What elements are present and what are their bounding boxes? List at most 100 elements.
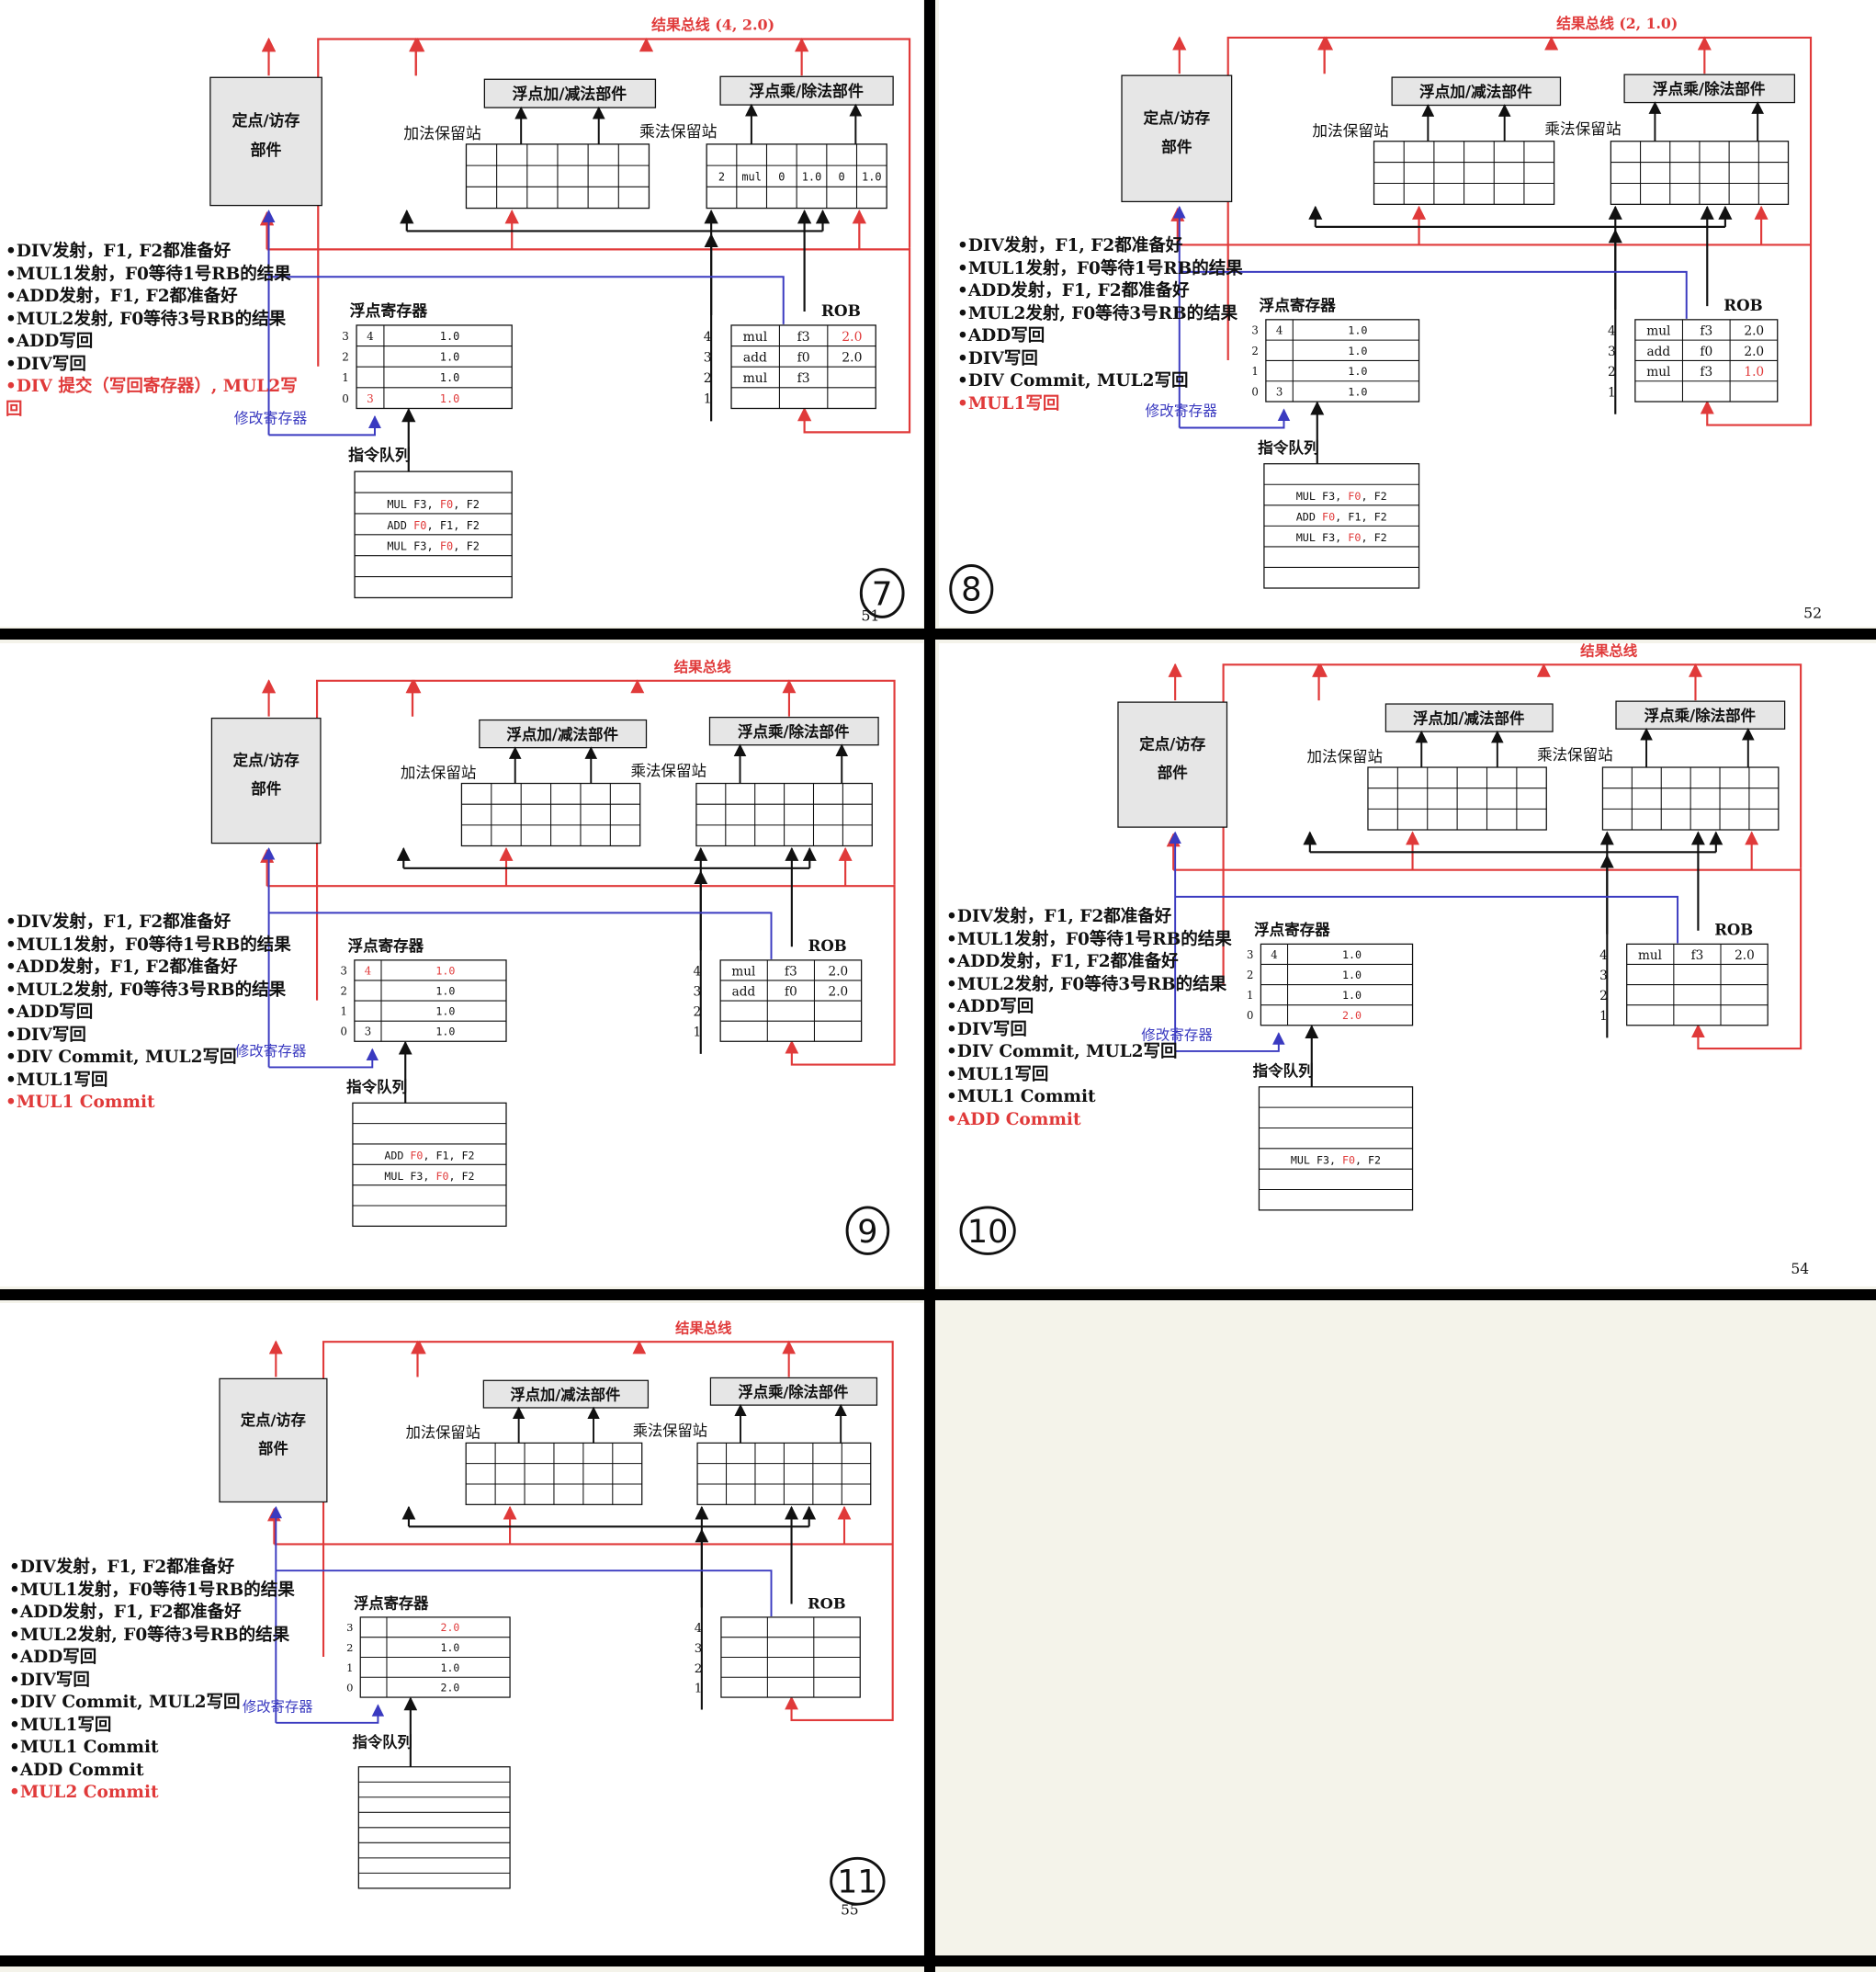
queue-instruction: MUL F3, F0, F2 bbox=[387, 540, 480, 553]
rob-index: 4 bbox=[704, 330, 712, 345]
rob-index: 2 bbox=[694, 1005, 702, 1020]
queue-instruction-part: MUL F3, bbox=[1291, 1153, 1342, 1166]
register-index: 2 bbox=[346, 1641, 353, 1654]
step-bullet: •MUL1发射，F0等待1号RB的结果 bbox=[9, 1580, 295, 1600]
step-number-circle: 11 bbox=[830, 1856, 886, 1906]
fp-registers-label: 浮点寄存器 bbox=[350, 301, 429, 320]
fixed-unit-label-2: 部件 bbox=[258, 1440, 288, 1457]
rob-index: 3 bbox=[1599, 969, 1608, 983]
step-bullet: •MUL1写回 bbox=[946, 1064, 1049, 1084]
queue-instruction: MUL F3, F0, F2 bbox=[387, 498, 480, 511]
rob-index: 2 bbox=[695, 1662, 703, 1676]
rob-reg: f3 bbox=[1691, 948, 1704, 963]
fp-register-file bbox=[1265, 319, 1420, 402]
add-reservation-station bbox=[460, 782, 641, 847]
rob-reg: f0 bbox=[797, 350, 810, 365]
queue-instruction-part: F0 bbox=[440, 498, 453, 511]
step-bullet: •DIV发射，F1, F2都准备好 bbox=[6, 242, 232, 261]
step-bullet: 回 bbox=[6, 399, 23, 419]
step-number: 10 bbox=[967, 1214, 1009, 1251]
fp-add-unit-label: 浮点加/减法部件 bbox=[1419, 83, 1532, 101]
diagram-group: 结果总线 (4, 2.0)定点/访存部件浮点加/减法部件浮点乘/除法部件加法保留… bbox=[209, 17, 911, 599]
queue-instruction-part: , F1, F2 bbox=[423, 1149, 474, 1162]
step-bullet: •MUL2发射, F0等待3号RB的结果 bbox=[6, 980, 287, 1000]
register-index: 1 bbox=[1251, 365, 1258, 378]
step-bullet: •ADD写回 bbox=[957, 326, 1045, 346]
fp-mul-unit-box bbox=[719, 75, 894, 106]
mul-reservation-station bbox=[1610, 141, 1790, 205]
result-bus-to-rob bbox=[797, 247, 911, 434]
result-bus-title: 结果总线 (4, 2.0) bbox=[650, 17, 774, 34]
register-index: 2 bbox=[342, 350, 349, 363]
register-value: 1.0 bbox=[435, 1005, 455, 1018]
diagram-group: 结果总线定点/访存部件浮点加/减法部件浮点乘/除法部件加法保留站乘法保留站修改寄… bbox=[210, 658, 896, 1227]
rob-value: 2.0 bbox=[1744, 324, 1764, 339]
queue-instruction-part: , F2 bbox=[1361, 490, 1386, 503]
rob-reg: f0 bbox=[1700, 345, 1712, 359]
step-number-circle: 10 bbox=[959, 1206, 1016, 1255]
register-tag: 4 bbox=[1276, 324, 1283, 337]
rob-label: ROB bbox=[1714, 921, 1753, 939]
diagram-group: 结果总线 (2, 1.0)定点/访存部件浮点加/减法部件浮点乘/除法部件加法保留… bbox=[1121, 15, 1813, 589]
rob-index: 2 bbox=[1608, 365, 1616, 380]
register-value: 1.0 bbox=[435, 1026, 455, 1038]
rob-value: 2.0 bbox=[1744, 345, 1764, 359]
step-bullet: •DIV写回 bbox=[6, 354, 86, 374]
register-value: 1.0 bbox=[435, 964, 455, 977]
modify-register-label: 修改寄存器 bbox=[243, 1698, 313, 1715]
step-bullet: •MUL2发射, F0等待3号RB的结果 bbox=[946, 974, 1227, 994]
fp-add-unit-box bbox=[1391, 76, 1562, 107]
fixed-unit-label-2: 部件 bbox=[1161, 137, 1192, 155]
step-bullet: •ADD写回 bbox=[6, 1003, 94, 1022]
diagram-group: 结果总线定点/访存部件浮点加/减法部件浮点乘/除法部件加法保留站乘法保留站修改寄… bbox=[1117, 642, 1803, 1211]
step-bullet: •DIV Commit, MUL2写回 bbox=[9, 1693, 241, 1712]
reorder-buffer bbox=[1634, 319, 1779, 402]
modify-from-rob bbox=[1179, 270, 1688, 319]
modify-register-label: 修改寄存器 bbox=[1146, 402, 1218, 420]
register-value: 1.0 bbox=[1342, 969, 1362, 981]
step-number-circle: 9 bbox=[845, 1206, 890, 1255]
fp-add-unit-box bbox=[482, 1379, 650, 1409]
page-number: 52 bbox=[1803, 604, 1822, 621]
result-bus-to-rob bbox=[785, 884, 896, 1066]
step-bullet: •DIV 提交（写回寄存器）, MUL2写 bbox=[6, 377, 298, 396]
queue-instruction-part: MUL F3, bbox=[384, 1170, 435, 1183]
register-value: 1.0 bbox=[1348, 365, 1367, 378]
rob-reg: f0 bbox=[785, 984, 797, 999]
add-reservation-station bbox=[1367, 766, 1547, 831]
queue-instruction-part: , F2 bbox=[1355, 1153, 1381, 1166]
mul-station-cell: 2 bbox=[718, 171, 725, 184]
datapath-diagram: 结果总线定点/访存部件浮点加/减法部件浮点乘/除法部件加法保留站乘法保留站修改寄… bbox=[959, 642, 1809, 1277]
datapath-diagram: 结果总线定点/访存部件浮点加/减法部件浮点乘/除法部件加法保留站乘法保留站修改寄… bbox=[210, 658, 896, 1255]
rob-index: 1 bbox=[1608, 385, 1616, 400]
queue-instruction-part: F0 bbox=[413, 519, 426, 532]
slide-panel-step-10: 结果总线定点/访存部件浮点加/减法部件浮点乘/除法部件加法保留站乘法保留站修改寄… bbox=[939, 642, 1876, 1286]
step-number-circle: 8 bbox=[949, 564, 994, 614]
step-bullet: •MUL1 Commit bbox=[9, 1738, 159, 1757]
register-index: 0 bbox=[1251, 385, 1258, 398]
rob-index: 3 bbox=[704, 350, 712, 365]
step-bullet: •MUL1发射，F0等待1号RB的结果 bbox=[6, 264, 291, 284]
fp-mul-unit-label: 浮点乘/除法部件 bbox=[738, 722, 850, 741]
queue-instruction-part: MUL F3, bbox=[1296, 490, 1349, 503]
datapath-diagram: 结果总线 (2, 1.0)定点/访存部件浮点加/减法部件浮点乘/除法部件加法保留… bbox=[949, 15, 1822, 621]
fp-mul-unit-box bbox=[1623, 74, 1796, 104]
queue-instruction: ADD F0, F1, F2 bbox=[384, 1149, 474, 1162]
rob-index: 1 bbox=[694, 1026, 702, 1040]
step-bullet: •MUL1写回 bbox=[6, 1070, 108, 1090]
fixed-unit-label-2: 部件 bbox=[251, 779, 281, 798]
fp-mul-unit-label: 浮点乘/除法部件 bbox=[1644, 707, 1757, 725]
queue-instruction: MUL F3, F0, F2 bbox=[1296, 531, 1387, 544]
mul-station-label: 乘法保留站 bbox=[631, 763, 707, 780]
empty-cell bbox=[939, 1303, 1876, 1955]
register-index: 3 bbox=[340, 964, 346, 977]
mul-station-cell: 1.0 bbox=[802, 171, 822, 184]
add-station-label: 加法保留站 bbox=[1306, 748, 1383, 765]
mul-station-cell: 0 bbox=[839, 171, 845, 184]
queue-instruction-part: F0 bbox=[1322, 510, 1335, 523]
fp-register-file bbox=[356, 324, 513, 410]
queue-instruction-part: F0 bbox=[1348, 490, 1361, 503]
step-bullet: •DIV Commit, MUL2写回 bbox=[6, 1048, 237, 1067]
queue-instruction-part: , F2 bbox=[1361, 531, 1386, 544]
queue-instruction-part: MUL F3, bbox=[1296, 531, 1349, 544]
